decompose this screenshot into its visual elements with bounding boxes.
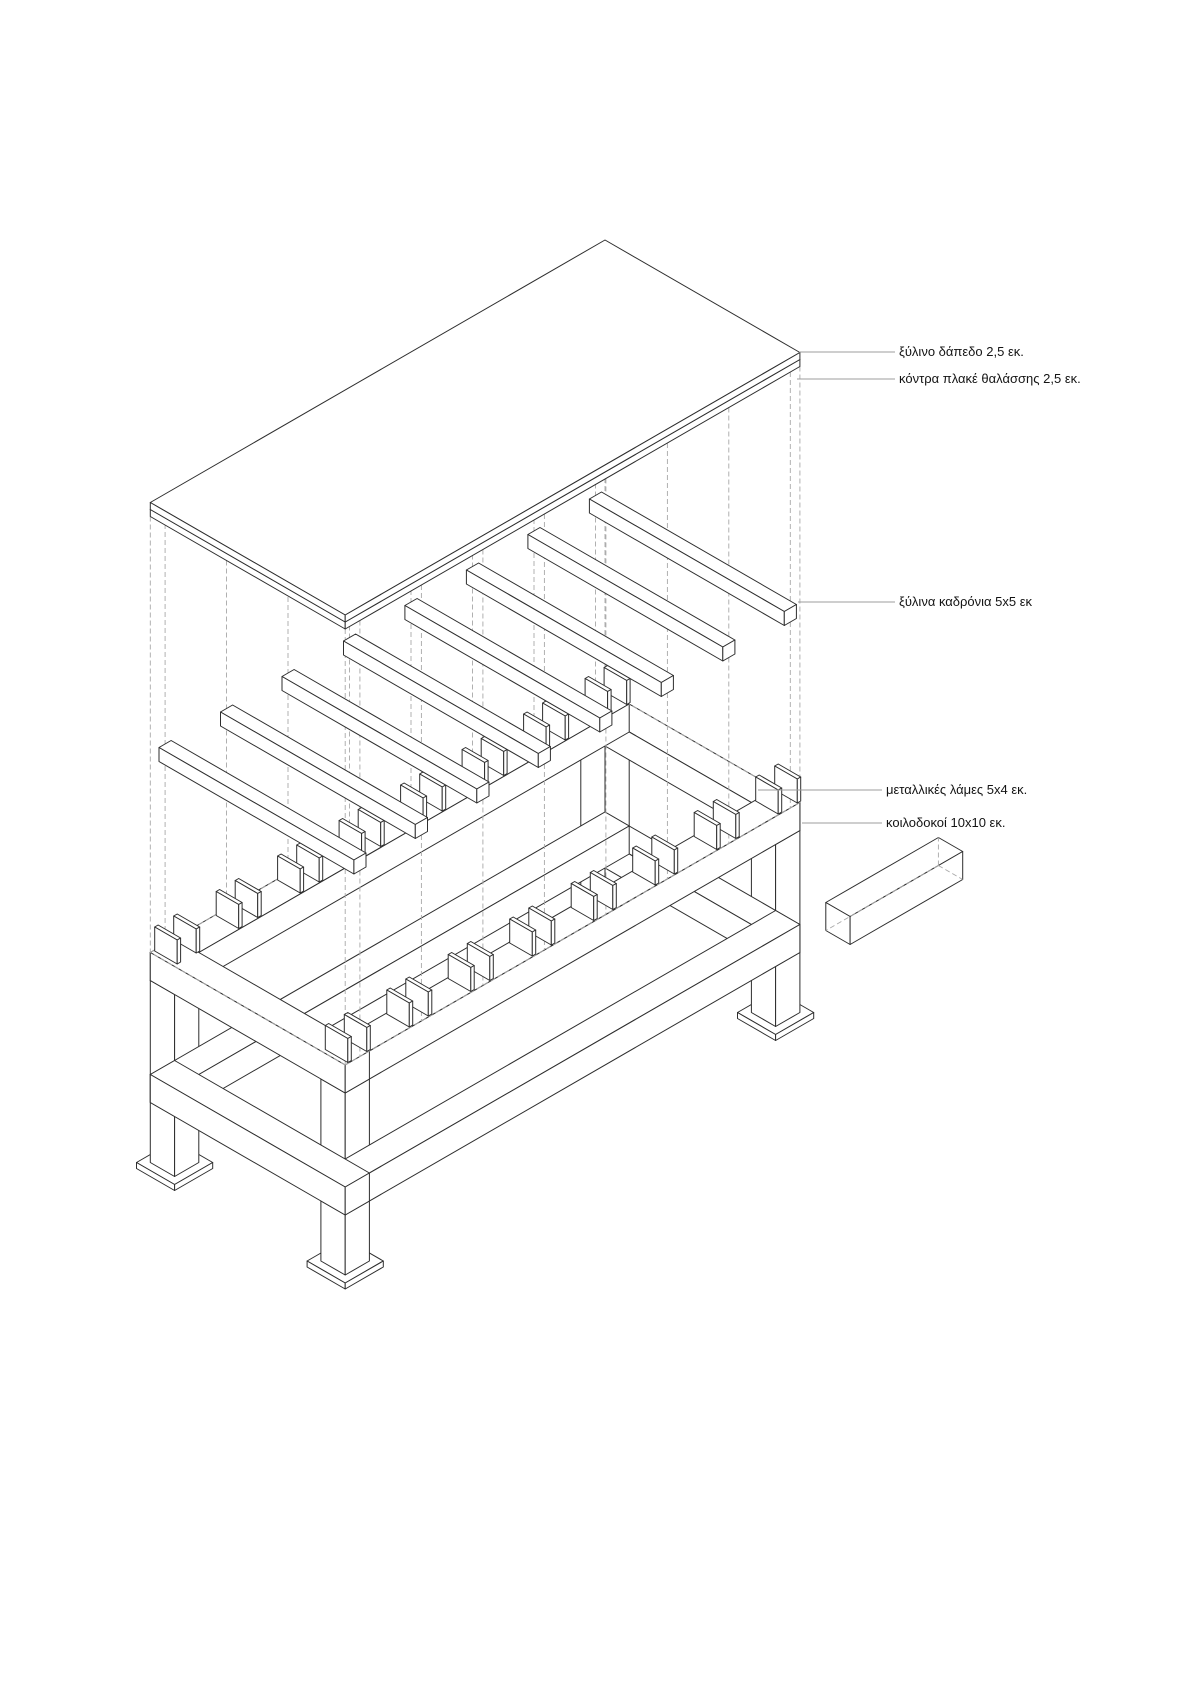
- label-wood-battens: ξύλινα καδρόνια 5x5 εκ: [899, 594, 1033, 609]
- label-marine-plywood: κόντρα πλακέ θαλάσσης 2,5 εκ.: [899, 371, 1081, 386]
- label-wood-floor: ξύλινο δάπεδο 2,5 εκ.: [899, 344, 1024, 359]
- metal-tabs: [154, 665, 802, 1063]
- label-metal-plates: μεταλλικές λάμες 5x4 εκ.: [886, 782, 1028, 797]
- battens: [158, 491, 797, 875]
- leader-lines: [758, 351, 895, 824]
- floor-panel: [149, 239, 801, 630]
- label-hollow-beams: κοιλοδοκοί 10x10 εκ.: [886, 815, 1006, 830]
- loose-beam: [825, 837, 964, 945]
